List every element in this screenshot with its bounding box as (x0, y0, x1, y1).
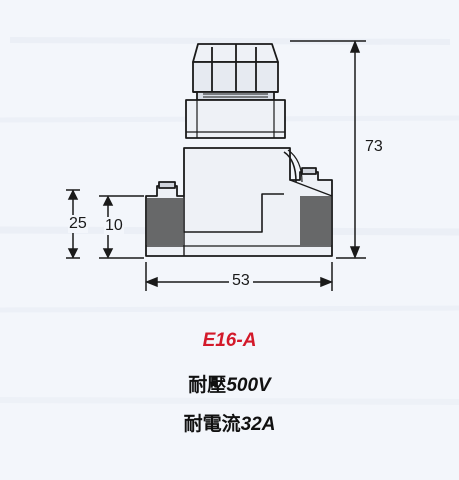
dimension-base-height-label: 25 (68, 215, 88, 233)
current-value: 32A (240, 414, 276, 435)
current-rating: 耐電流32A (0, 409, 459, 436)
voltage-rating: 耐壓500V (0, 370, 459, 397)
current-label: 耐電流 (183, 414, 241, 435)
dimension-terminal-height-label: 10 (104, 217, 124, 235)
voltage-value: 500V (226, 375, 271, 396)
dimension-base-width-label: 53 (229, 272, 253, 290)
model-number: E16-A (202, 330, 257, 351)
dimension-total-height-label: 73 (365, 138, 383, 155)
screw-cap (185, 43, 286, 139)
fuse-holder (145, 43, 333, 257)
dimension-total-height (290, 39, 366, 260)
voltage-label: 耐壓 (188, 375, 227, 396)
base (145, 147, 333, 257)
